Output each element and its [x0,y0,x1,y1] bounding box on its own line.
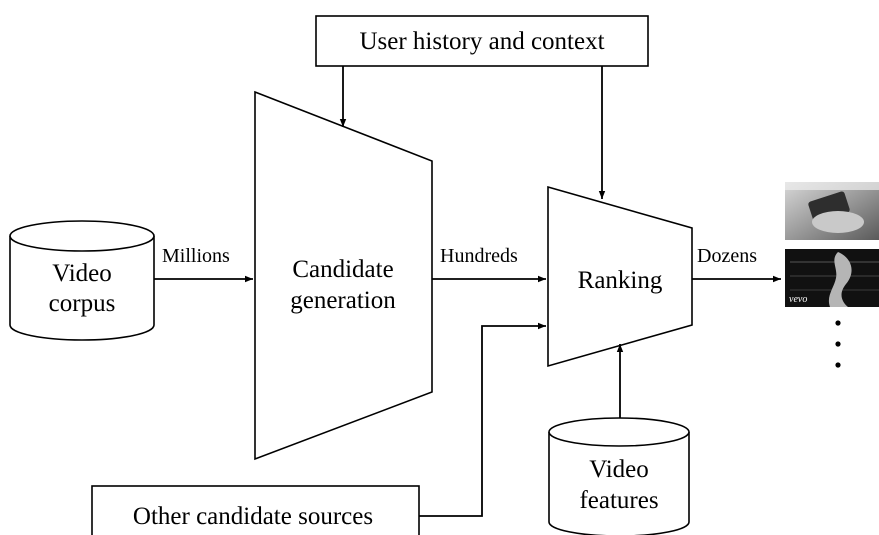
phone-hand-thumbnail [785,182,879,240]
candidate-generation-label-line2: generation [290,287,396,314]
ranking-block: Ranking [547,185,693,368]
video-features-database: Video features [548,417,690,535]
video-corpus-label-line2: corpus [49,290,116,317]
video-corpus-database: Video corpus [9,220,155,341]
video-corpus-label-line1: Video [52,260,112,287]
candidate-generation-label-line1: Candidate [292,256,393,283]
video-features-label-line1: Video [589,456,649,483]
millions-label: Millions [162,245,230,267]
more-results-ellipsis-icon [835,320,841,368]
hundreds-label: Hundreds [440,245,518,267]
user-history-box: User history and context [315,15,649,67]
user-history-label: User history and context [359,28,604,55]
other-sources-to-ranking-arrow [419,322,546,517]
dozens-label: Dozens [697,245,757,267]
candidate-generation-block: Candidate generation [254,90,433,461]
vevo-logo-text: vevo [789,294,807,305]
vevo-music-thumbnail: vevo [785,249,879,307]
other-candidate-sources-label: Other candidate sources [133,503,373,530]
video-features-label-line2: features [579,487,658,514]
ranking-label: Ranking [578,267,663,294]
other-candidate-sources-box: Other candidate sources [91,485,420,535]
